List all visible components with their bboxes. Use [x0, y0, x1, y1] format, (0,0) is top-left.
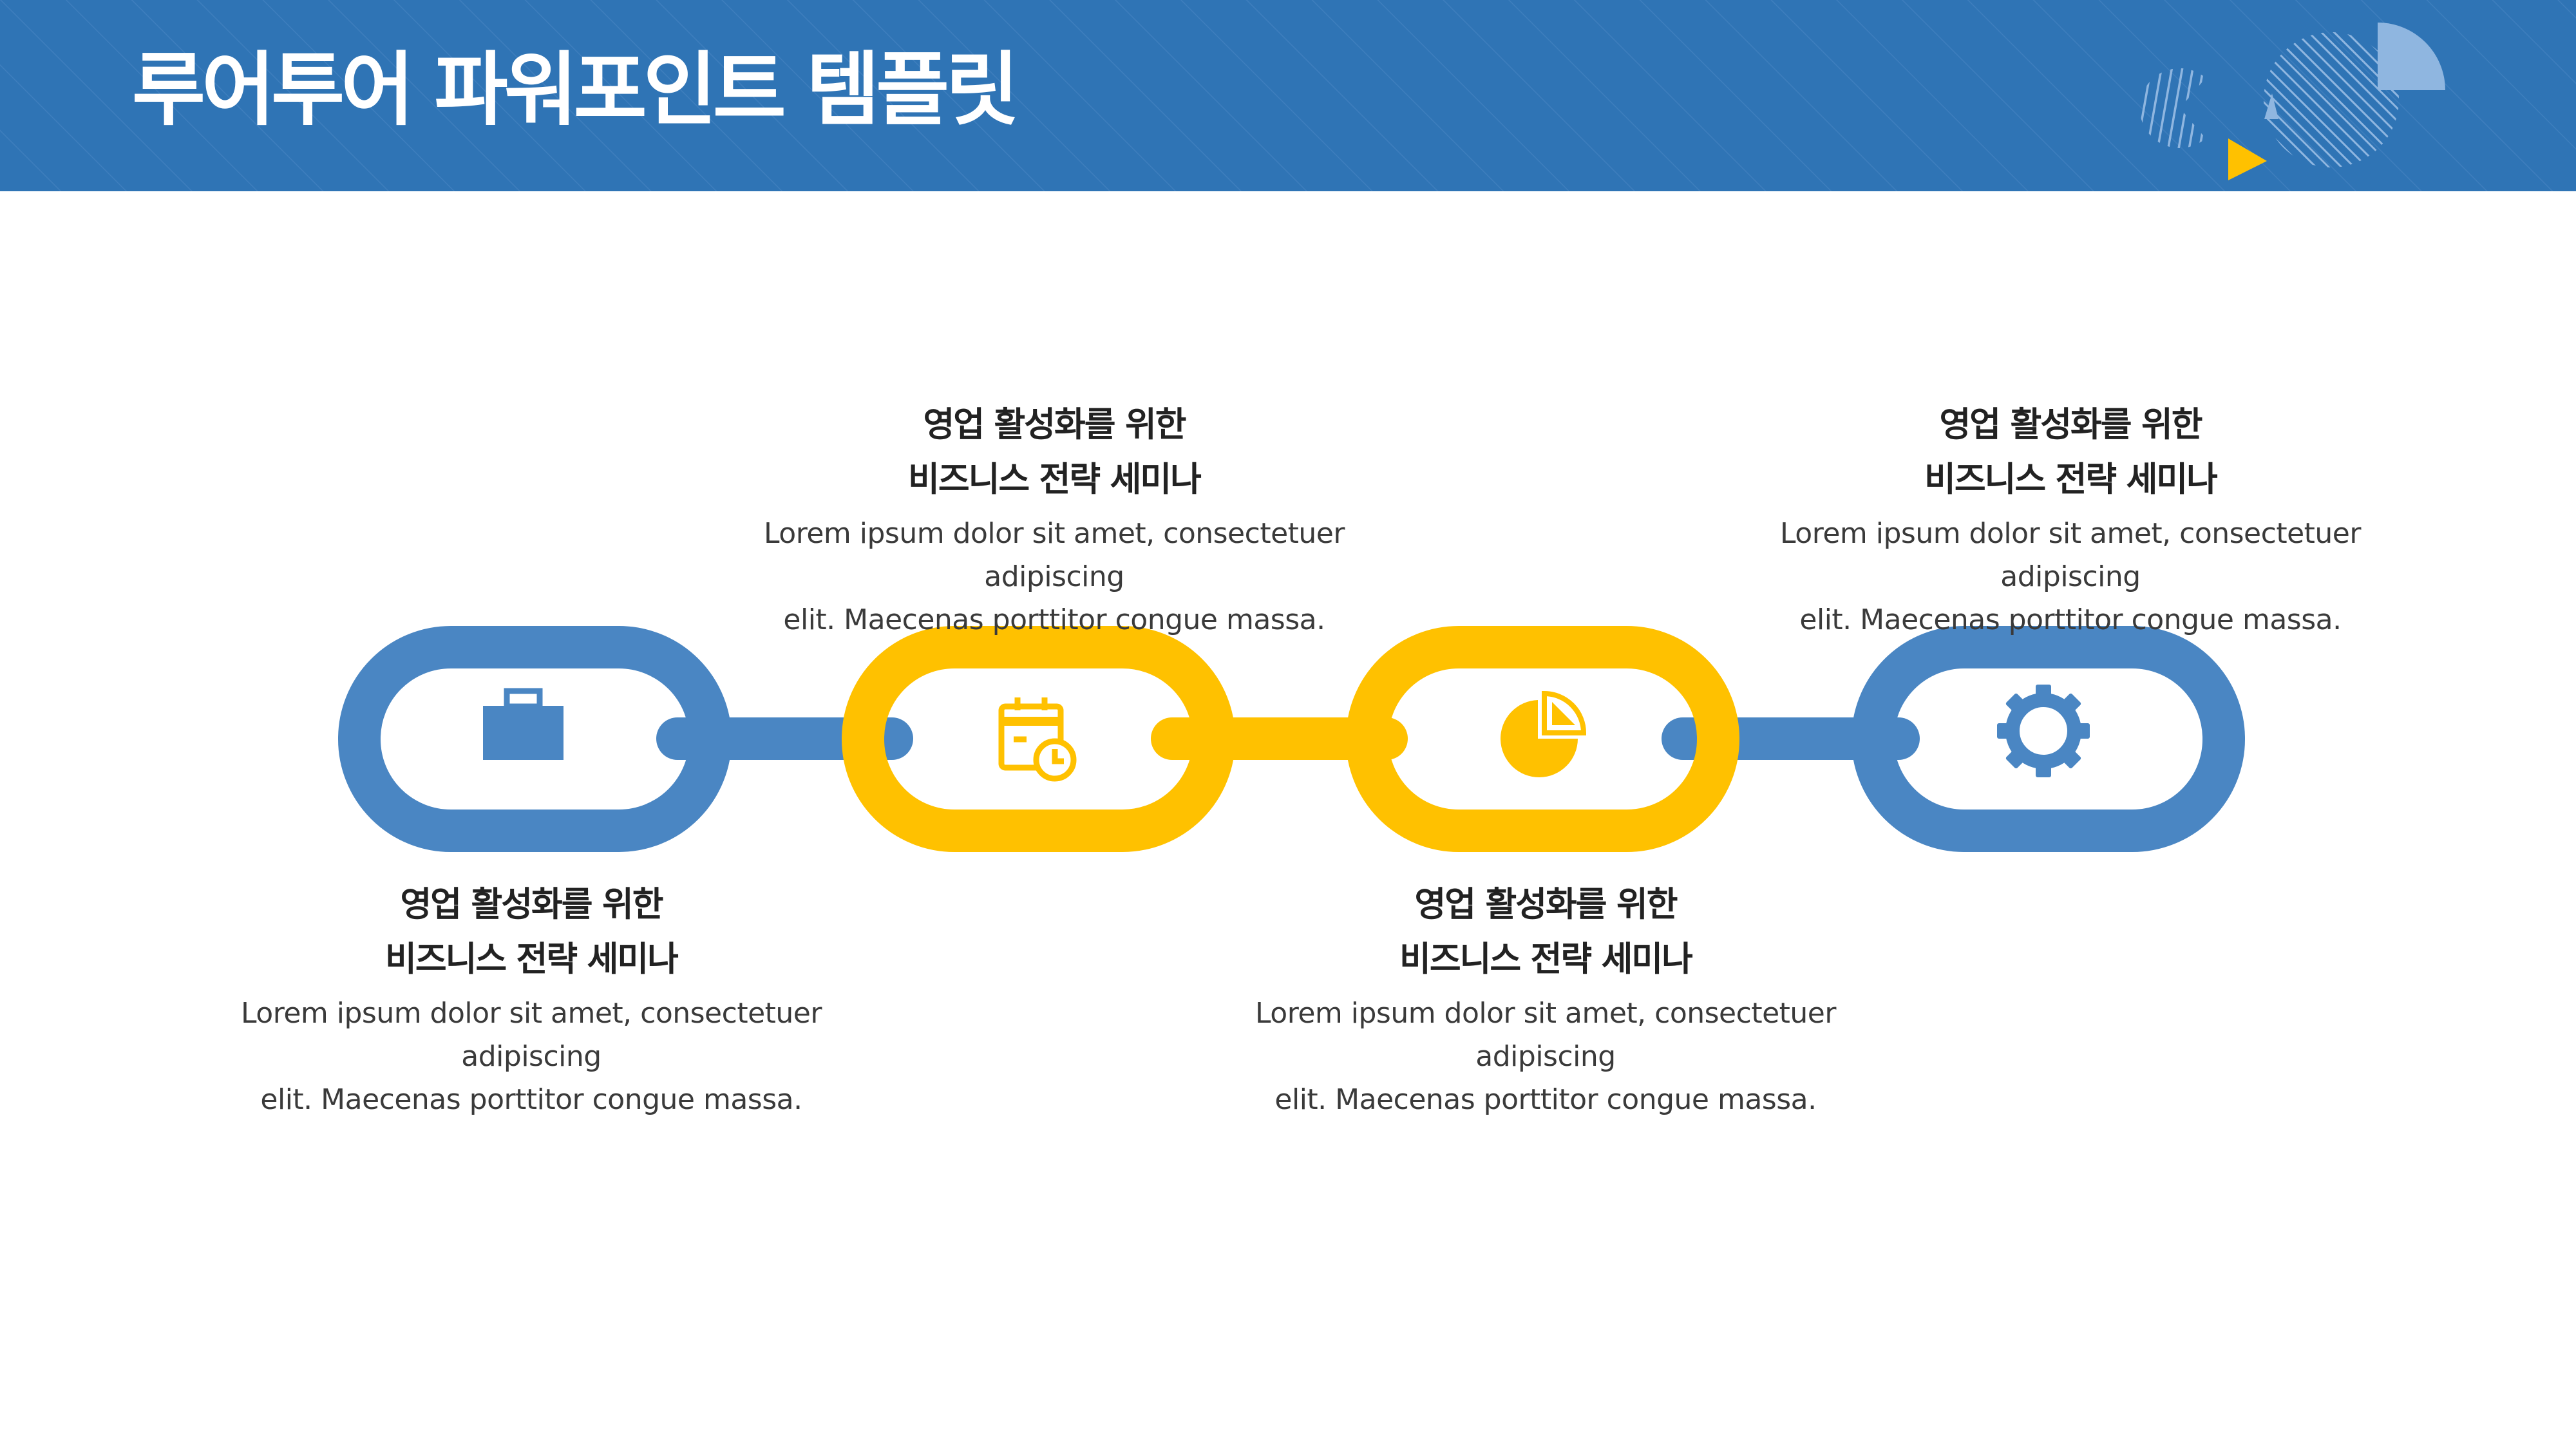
block-description: Lorem ipsum dolor sit amet, consectetuer…	[241, 997, 822, 1116]
page-title: 루어투어 파워포인트 템플릿	[132, 44, 1019, 137]
text-block-bottom-left: 영업 활성화를 위한 비즈니스 전략 세미나 Lorem ipsum dolor…	[177, 877, 886, 1121]
calendar-clock-icon	[998, 697, 1077, 782]
text-block-top-left: 영업 활성화를 위한 비즈니스 전략 세미나 Lorem ipsum dolor…	[700, 397, 1408, 641]
pie-chart-icon	[1501, 690, 1587, 777]
block-heading: 영업 활성화를 위한 비즈니스 전략 세미나	[908, 405, 1202, 499]
block-description: Lorem ipsum dolor sit amet, consectetuer…	[1255, 997, 1836, 1116]
block-heading: 영업 활성화를 위한 비즈니스 전략 세미나	[1399, 885, 1693, 979]
block-heading: 영업 활성화를 위한 비즈니스 전략 세미나	[1924, 405, 2218, 499]
chain-link-4	[1852, 626, 2245, 852]
chain-link-1	[338, 626, 732, 852]
chain-link-2	[842, 626, 1235, 852]
chain-link-3	[1346, 626, 1739, 852]
decorative-chart-icon	[2139, 23, 2445, 180]
block-description: Lorem ipsum dolor sit amet, consectetuer…	[764, 517, 1345, 636]
block-description: Lorem ipsum dolor sit amet, consectetuer…	[1780, 517, 2361, 636]
briefcase-icon	[483, 688, 564, 760]
block-heading: 영업 활성화를 위한 비즈니스 전략 세미나	[385, 885, 679, 979]
text-block-top-right: 영업 활성화를 위한 비즈니스 전략 세미나 Lorem ipsum dolor…	[1716, 397, 2425, 641]
header-bar: 루어투어 파워포인트 템플릿	[0, 0, 2576, 191]
gear-icon	[1997, 685, 2090, 777]
text-block-bottom-center: 영업 활성화를 위한 비즈니스 전략 세미나 Lorem ipsum dolor…	[1191, 877, 1900, 1121]
